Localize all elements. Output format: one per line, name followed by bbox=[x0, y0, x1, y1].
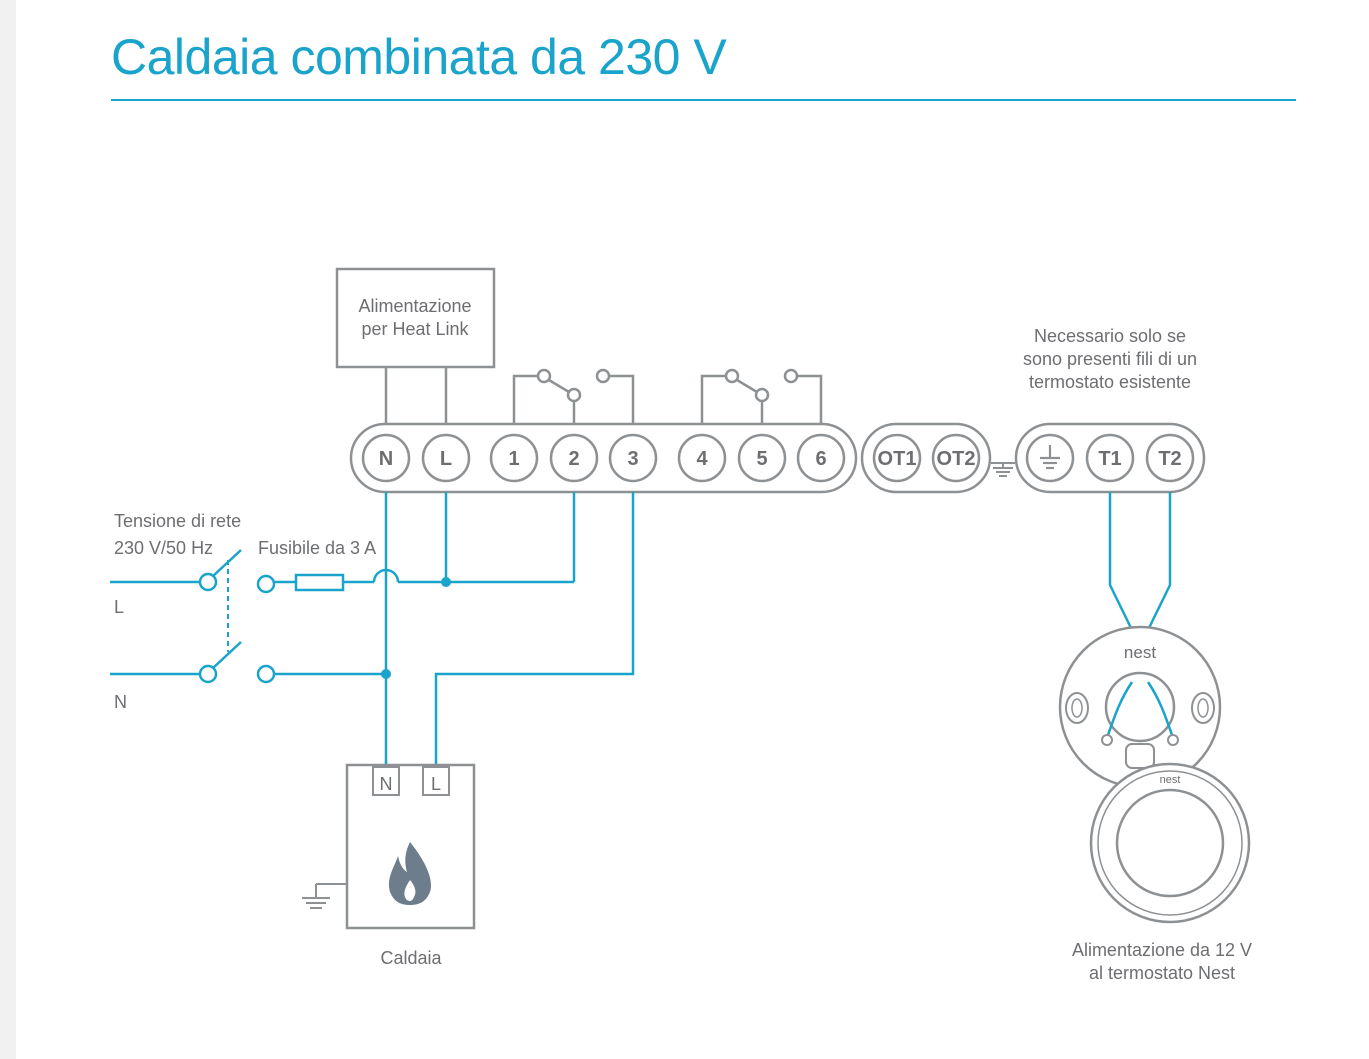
nest-base-logo: nest bbox=[1124, 643, 1156, 662]
base-wire-t1 bbox=[1106, 681, 1134, 736]
boiler-earth-icon bbox=[302, 883, 347, 909]
heat-link-supply-box: Alimentazione per Heat Link bbox=[335, 267, 496, 369]
supply-label-line2: per Heat Link bbox=[361, 319, 469, 339]
title-underline bbox=[111, 99, 1296, 101]
terminal-t2 bbox=[1145, 433, 1195, 483]
note-line1: Necessario solo se bbox=[1034, 326, 1186, 346]
earth-icon bbox=[1040, 445, 1060, 470]
neutral-switch-contact-a bbox=[198, 664, 218, 684]
terminal-ot2-label: OT2 bbox=[937, 448, 976, 470]
terminal-t2-label: T2 bbox=[1158, 448, 1181, 470]
fuse-label: Fusibile da 3 A bbox=[258, 538, 376, 558]
base-terminal-screw-left bbox=[1101, 734, 1113, 746]
terminal-t1 bbox=[1085, 433, 1135, 483]
neutral-label: N bbox=[114, 692, 127, 712]
terminal-4-label: 4 bbox=[696, 448, 708, 470]
terminal-l-label: L bbox=[440, 448, 452, 470]
terminal-ot1 bbox=[872, 433, 922, 483]
terminal-4 bbox=[677, 433, 727, 483]
base-terminal-screw-right bbox=[1167, 734, 1179, 746]
terminal-l bbox=[421, 433, 471, 483]
base-connector bbox=[1125, 743, 1155, 769]
boiler-label: Caldaia bbox=[380, 948, 442, 968]
terminal-1 bbox=[489, 433, 539, 483]
display-screen bbox=[1115, 788, 1225, 898]
neutral-switch-contact-b bbox=[256, 664, 276, 684]
nest-caption-line2: al termostato Nest bbox=[1089, 963, 1235, 983]
supply-label-line1: Alimentazione bbox=[358, 296, 471, 316]
opentherm-terminal-strip: OT1 OT2 bbox=[860, 422, 992, 494]
terminal-6-label: 6 bbox=[815, 448, 826, 470]
terminal-t1-label: T1 bbox=[1098, 448, 1121, 470]
nest-caption-line1: Alimentazione da 12 V bbox=[1072, 940, 1252, 960]
fuse-symbol bbox=[294, 573, 345, 592]
base-wire-t2 bbox=[1146, 681, 1174, 736]
boiler-terminal-n-label: N bbox=[380, 774, 393, 794]
terminal-1-label: 1 bbox=[508, 448, 519, 470]
terminal-5 bbox=[737, 433, 787, 483]
boiler-terminal-n bbox=[372, 766, 400, 796]
blue-wiring bbox=[110, 492, 1172, 767]
page-title: Caldaia combinata da 230 V bbox=[111, 29, 727, 85]
live-junction-dot bbox=[441, 577, 451, 587]
terminal-3 bbox=[608, 433, 658, 483]
terminal-2 bbox=[549, 433, 599, 483]
note-line3: termostato esistente bbox=[1029, 372, 1191, 392]
t1-wire bbox=[1108, 492, 1134, 631]
boiler-terminal-l-label: L bbox=[431, 774, 441, 794]
flame-inner bbox=[404, 880, 416, 901]
boiler: N L Caldaia bbox=[345, 763, 476, 968]
neutral-switch-blade bbox=[212, 641, 242, 669]
note-line2: sono presenti fili di un bbox=[1023, 349, 1197, 369]
terminal-3-label: 3 bbox=[627, 448, 638, 470]
terminal-ot1-label: OT1 bbox=[878, 448, 917, 470]
terminal-2-label: 2 bbox=[568, 448, 579, 470]
terminal-ot2 bbox=[931, 433, 981, 483]
nest-thermostat-display: nest bbox=[1089, 762, 1251, 924]
switched-live-to-boiler-wire bbox=[434, 492, 635, 767]
base-center-ring bbox=[1104, 671, 1176, 743]
mains-labels: Tensione di rete 230 V/50 Hz L N Fusibil… bbox=[114, 511, 376, 712]
main-terminal-strip: N L 1 2 3 4 5 6 bbox=[349, 422, 858, 494]
neutral-junction-dot bbox=[381, 669, 391, 679]
flame-icon bbox=[388, 842, 432, 905]
relay-switch-1-2-3 bbox=[512, 368, 635, 435]
chassis-earth-icon bbox=[991, 462, 1015, 477]
mains-label-line1: Tensione di rete bbox=[114, 511, 241, 531]
t2-wire bbox=[1146, 492, 1172, 631]
thermostat-terminal-strip: T1 T2 bbox=[1014, 422, 1206, 494]
live-label: L bbox=[114, 597, 124, 617]
terminal-6 bbox=[796, 433, 846, 483]
live-switch-contact-a bbox=[198, 572, 218, 592]
terminal-5-label: 5 bbox=[756, 448, 767, 470]
left-margin-strip bbox=[0, 0, 16, 1059]
mains-label-line2: 230 V/50 Hz bbox=[114, 538, 213, 558]
boiler-terminal-l bbox=[422, 766, 450, 796]
nest-display-logo: nest bbox=[1160, 774, 1181, 786]
existing-thermostat-note: Necessario solo se sono presenti fili di… bbox=[1023, 326, 1197, 392]
terminal-n-label: N bbox=[379, 448, 393, 470]
terminal-n bbox=[361, 433, 411, 483]
live-switch-contact-b bbox=[256, 574, 276, 594]
nest-caption: Alimentazione da 12 V al termostato Nest bbox=[1072, 940, 1252, 983]
nest-thermostat-base: nest bbox=[1058, 625, 1222, 789]
